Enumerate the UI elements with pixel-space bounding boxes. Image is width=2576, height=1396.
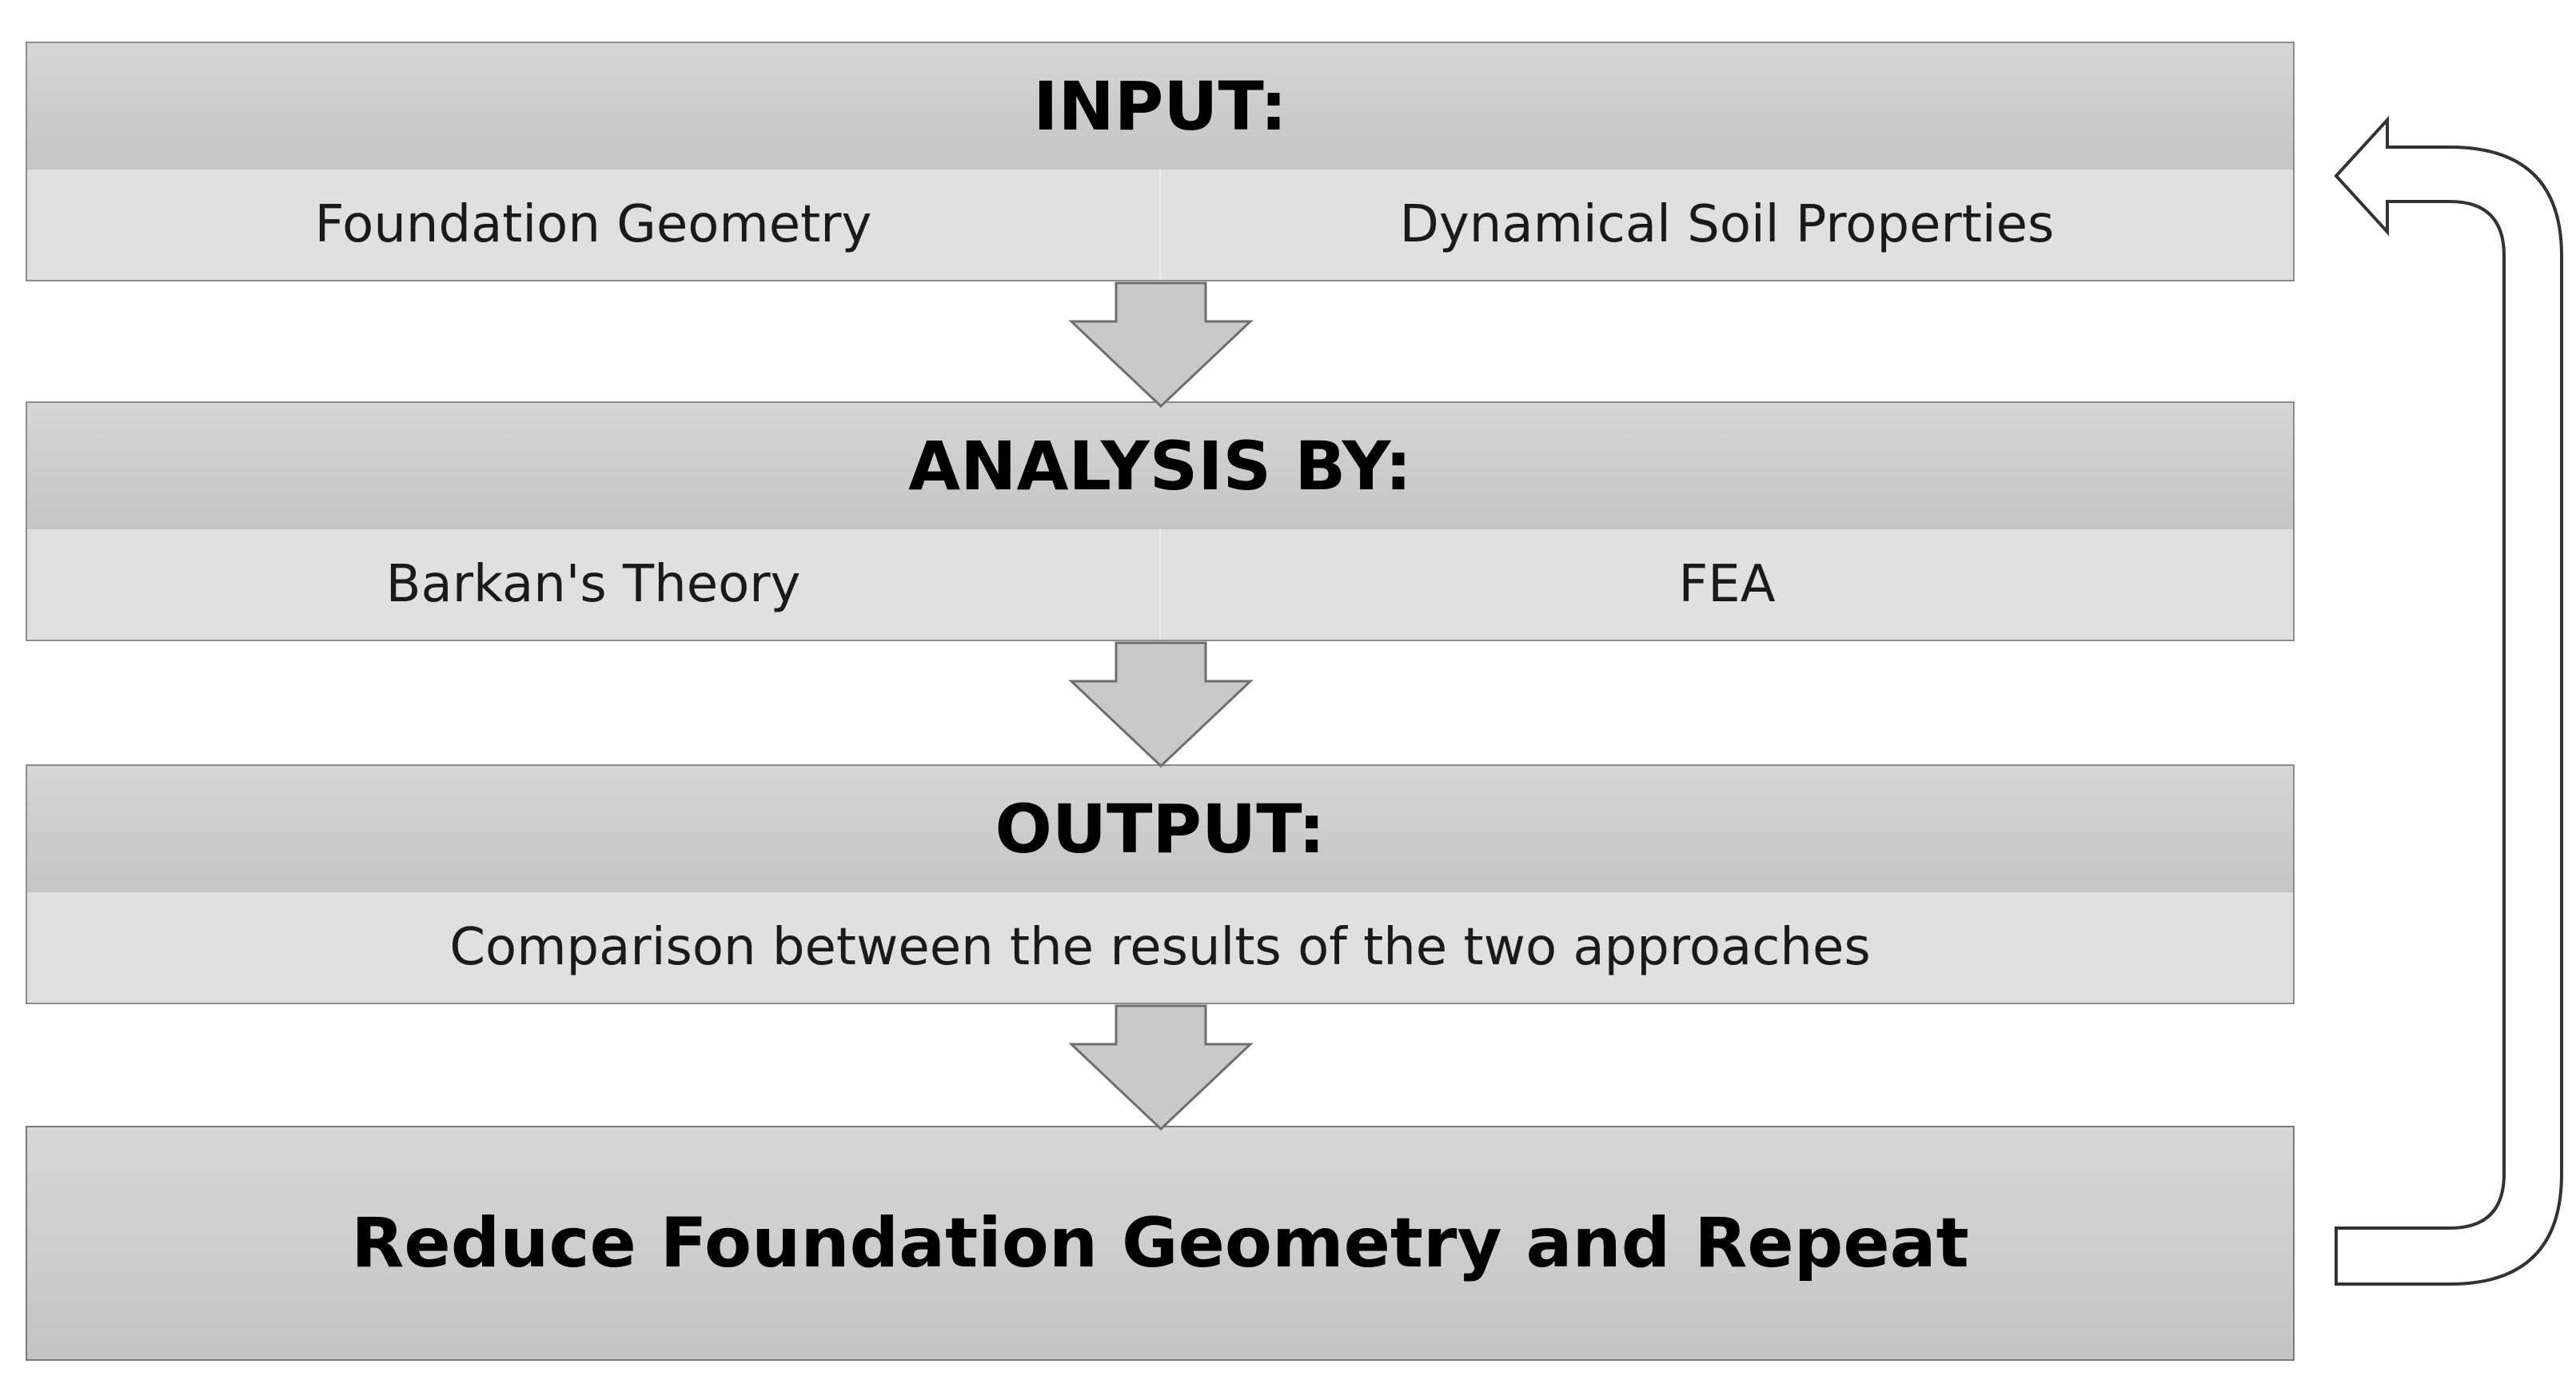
analysis-items: Barkan's Theory FEA (27, 529, 2293, 640)
input-item-dynamical-soil-properties: Dynamical Soil Properties (1399, 195, 2055, 254)
down-arrow-icon (1068, 281, 1254, 409)
output-header: OUTPUT: (27, 766, 2293, 892)
input-block: INPUT: Foundation Geometry Dynamical Soi… (26, 42, 2295, 281)
input-item-foundation-geometry: Foundation Geometry (314, 195, 872, 254)
output-item-comparison: Comparison between the results of the tw… (449, 918, 1871, 977)
analysis-block: ANALYSIS BY: Barkan's Theory FEA (26, 401, 2295, 641)
analysis-title: ANALYSIS BY: (908, 427, 1412, 505)
input-items: Foundation Geometry Dynamical Soil Prope… (27, 170, 2293, 280)
down-arrow-icon (1068, 641, 1254, 768)
final-step-label: Reduce Foundation Geometry and Repeat (351, 1203, 1969, 1283)
input-item-cell: Foundation Geometry (27, 170, 1159, 280)
output-items: Comparison between the results of the tw… (27, 892, 2293, 1003)
down-arrow-icon (1068, 1004, 1254, 1131)
input-title: INPUT: (1033, 67, 1287, 146)
analysis-item-fea: FEA (1678, 555, 1776, 614)
analysis-header: ANALYSIS BY: (27, 403, 2293, 529)
output-item-cell: Comparison between the results of the tw… (27, 892, 2293, 1003)
analysis-item-cell: Barkan's Theory (27, 529, 1159, 640)
output-title: OUTPUT: (995, 790, 1326, 868)
final-step-block: Reduce Foundation Geometry and Repeat (26, 1126, 2295, 1361)
analysis-item-cell: FEA (1159, 529, 2293, 640)
input-item-cell: Dynamical Soil Properties (1159, 170, 2293, 280)
input-header: INPUT: (27, 43, 2293, 170)
analysis-item-barkan-theory: Barkan's Theory (385, 555, 801, 614)
output-block: OUTPUT: Comparison between the results o… (26, 764, 2295, 1004)
loop-back-arrow-icon (2334, 115, 2563, 1286)
